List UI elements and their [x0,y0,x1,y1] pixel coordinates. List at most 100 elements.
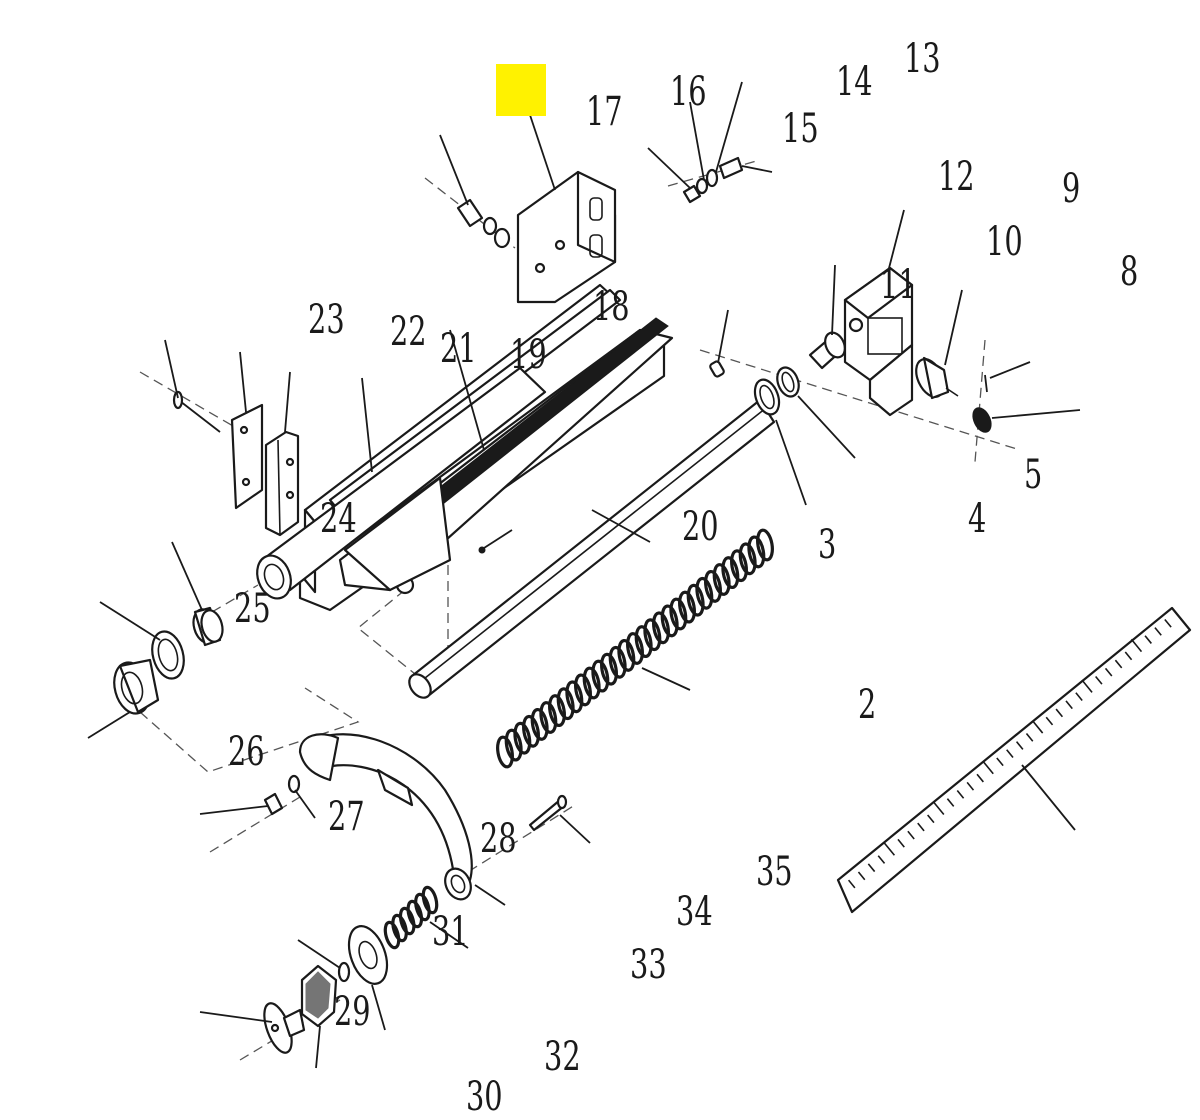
ruler-tick [1130,638,1143,653]
part-5-ring [776,366,800,398]
ruler-tick [867,863,876,873]
callout-7: 7 [1198,326,1200,372]
part-2-spring [496,528,774,769]
callout-4: 4 [968,496,986,542]
ruler-tick [897,838,905,848]
ruler-tick [1031,720,1044,734]
spring-coil [522,714,540,748]
part-26-flange-bushing [113,658,160,715]
part-12-15-hardware [682,156,744,204]
spring-coil [730,549,748,583]
callout-21: 21 [440,326,477,372]
callout-28: 28 [480,816,517,862]
spring-coil [591,659,610,693]
ruler-tick [917,822,925,832]
spring-coil [678,590,696,624]
ruler-tick [1045,716,1054,726]
callout-20: 20 [682,504,719,550]
spring-coil [721,556,740,590]
part-32-disc [347,925,389,985]
spring-coil [747,535,766,569]
ruler-tick [907,830,915,840]
part-31-washer [337,961,351,983]
part-24-bushing [192,606,224,647]
part-27-screw [263,792,284,816]
assembly-axes [139,159,1021,1061]
ruler-tick [1144,635,1152,644]
ruler-tick [877,855,886,864]
ruler-tick [883,842,896,856]
spring-coil [617,638,636,672]
callout-29: 29 [334,989,371,1035]
callout-32: 32 [544,1034,581,1080]
ruler-tick [982,760,994,775]
part-7-screw [984,374,988,393]
callout-16-highlight [496,64,546,116]
callout-26: 26 [228,729,265,775]
spring-coil [660,604,679,638]
part-9-housing [843,266,914,417]
spring-coil [756,528,774,562]
spring-coil [669,597,688,631]
spring-coil [643,618,662,652]
callout-19: 19 [510,332,547,378]
spring-coil [695,576,714,610]
spring-coil [652,611,670,645]
callout-35: 35 [756,849,793,895]
spring-coil [496,735,514,769]
callout-14: 14 [836,59,873,105]
part-33-small-spring [383,885,439,950]
beam-hardware [343,476,452,595]
leader-lines [87,81,1081,1069]
part-21-block [264,430,300,537]
ruler-tick [966,781,975,791]
ruler-tick [933,801,945,816]
ruler-tick [976,773,984,783]
spring-coil [600,652,618,686]
ruler-tick [847,879,856,889]
spring-coil [398,906,416,936]
ruler-tick [1055,708,1064,718]
spring-coil [712,563,731,596]
spring-coil [548,694,566,728]
part-20-screw [478,546,486,554]
spring-coil [738,542,757,576]
spring-coil [634,625,653,659]
ruler-tick [927,814,935,824]
spring-coil [574,673,592,707]
callout-labels: 1 2 3 4 5 6 7 8 9 10 11 12 13 14 15 16 1… [228,36,1200,1120]
spring-coil [391,913,408,943]
callout-22: 22 [390,309,427,355]
callout-2: 2 [858,682,876,728]
ruler-tick [1025,732,1034,742]
part-4-ring [753,378,781,416]
spring-coil [556,687,575,721]
spring-coil [608,645,627,679]
callout-3: 3 [818,522,836,568]
part-35-pin [528,794,568,832]
beam-tube [256,366,547,600]
part-28-washer [287,774,301,794]
part-19-beam [298,283,674,612]
ruler-tick [1006,749,1014,759]
spring-coil [565,680,584,714]
ruler-tick [1114,659,1123,669]
part-3-guide-rod [408,398,776,699]
spring-coil [421,885,439,915]
spring-coil [504,728,523,762]
spring-coil [383,920,401,950]
callout-27: 27 [328,794,365,840]
part-29-knob [263,1002,306,1054]
callout-8: 8 [1120,249,1138,295]
part-16-bracket [516,170,617,304]
ruler-tick [1081,679,1093,693]
ruler-tick [1065,700,1073,710]
part-10-knob [808,331,846,370]
callout-9: 9 [1062,166,1080,212]
callout-24: 24 [320,496,357,542]
spring-coil [686,583,705,617]
ruler-tick [857,871,866,881]
ruler-tick [1124,651,1133,661]
part-6-nut [972,407,992,433]
